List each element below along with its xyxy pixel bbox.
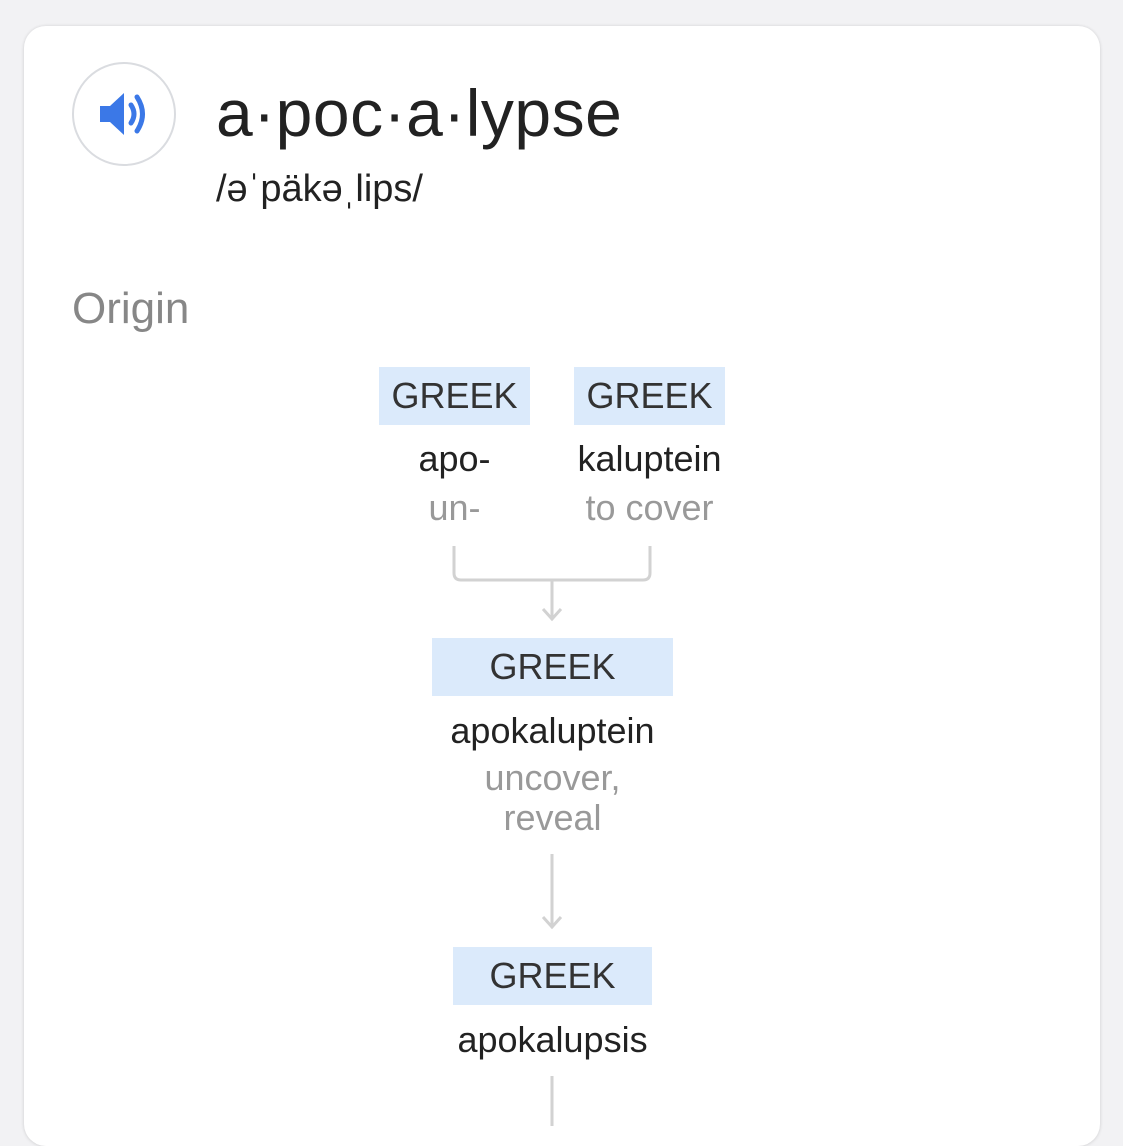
pronunciation-text: /əˈpäkəˌlips/: [216, 168, 423, 210]
stage-language-label: GREEK: [432, 638, 673, 696]
origin-heading: Origin: [72, 284, 190, 333]
root-meaning: un-: [428, 487, 481, 528]
headword: a·poc·a·lypse: [216, 76, 623, 150]
play-pronunciation-button[interactable]: [72, 62, 176, 166]
volume-up-icon: [100, 93, 145, 135]
root-word: kaluptein: [577, 438, 722, 479]
root-language-label: GREEK: [574, 367, 725, 425]
stage-meaning: uncover, reveal: [484, 757, 621, 838]
stage-word: apokalupsis: [457, 1019, 648, 1060]
etymology-connectors: [452, 546, 652, 1126]
stage-word: apokaluptein: [450, 710, 655, 751]
root-language-label: GREEK: [379, 367, 530, 425]
dictionary-card: a·poc·a·lypse /əˈpäkəˌlips/ Origin GREEK…: [24, 26, 1100, 1146]
stage-language-label: GREEK: [453, 947, 652, 1005]
root-word: apo-: [418, 438, 491, 479]
root-meaning: to cover: [585, 487, 714, 528]
